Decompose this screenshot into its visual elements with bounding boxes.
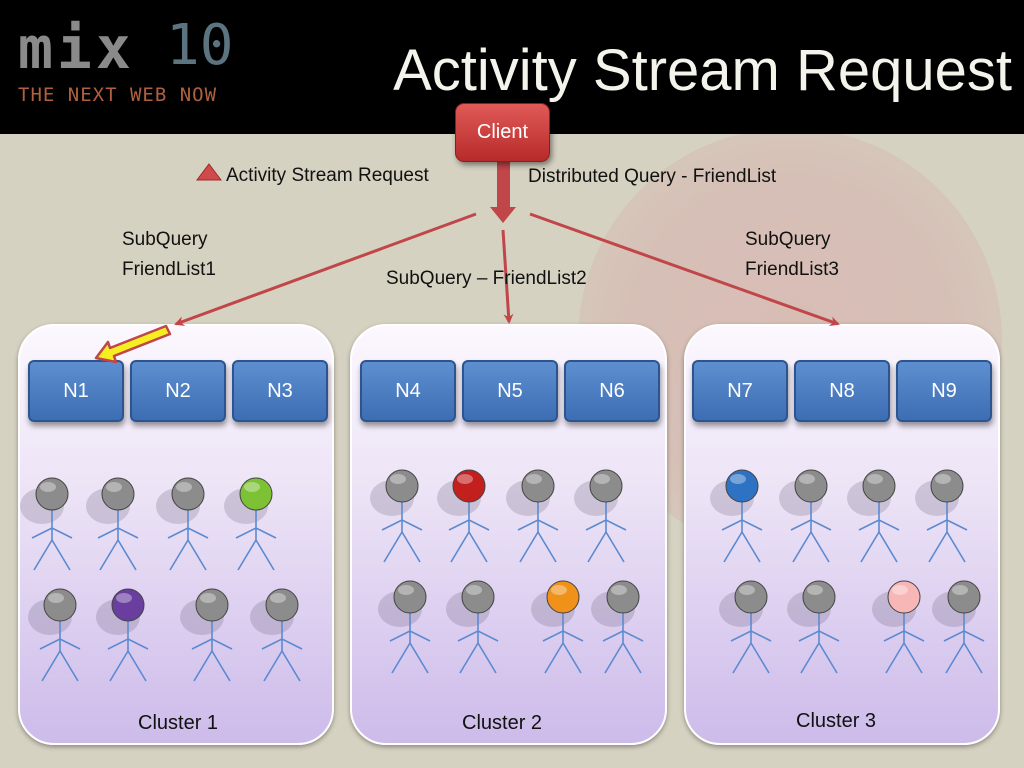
person-figure (370, 469, 423, 563)
subquery-1-line2: FriendList1 (122, 259, 216, 280)
person-head-icon (101, 477, 135, 511)
subquery-2-label: SubQuery – FriendList2 (386, 268, 587, 289)
person-figure (437, 469, 490, 563)
cluster-3-label: Cluster 3 (796, 710, 877, 732)
node-n2[interactable]: N2 (130, 360, 226, 422)
person-head-icon (265, 588, 299, 622)
person-head-icon (43, 588, 77, 622)
person-figure (531, 580, 584, 674)
mix-logo: mix (18, 14, 135, 82)
logo-tagline: THE NEXT WEB NOW (18, 84, 218, 106)
subquery-3-line1: SubQuery (745, 229, 831, 250)
person-head-icon (802, 580, 836, 614)
distributed-query-label: Distributed Query - FriendList (528, 166, 777, 187)
highlight-arrow (94, 324, 172, 364)
person-head-icon (171, 477, 205, 511)
node-n6[interactable]: N6 (564, 360, 660, 422)
subquery-1-line1: SubQuery (122, 229, 208, 250)
person-head-icon (521, 469, 555, 503)
person-figure (932, 580, 985, 674)
person-figure (180, 588, 233, 682)
person-head-icon (589, 469, 623, 503)
person-figure (224, 477, 277, 571)
slide-title: Activity Stream Request (393, 38, 1012, 103)
person-head-icon (393, 580, 427, 614)
person-figure (378, 580, 431, 674)
person-head-icon (930, 469, 964, 503)
mix-logo-number: 10 (166, 13, 234, 78)
person-figure (872, 580, 925, 674)
node-n9[interactable]: N9 (896, 360, 992, 422)
person-figure (446, 580, 499, 674)
person-head-icon (239, 477, 273, 511)
person-figure (591, 580, 644, 674)
person-figure (250, 588, 303, 682)
node-n7[interactable]: N7 (692, 360, 788, 422)
person-figure (779, 469, 832, 563)
person-head-icon (794, 469, 828, 503)
person-head-icon (461, 580, 495, 614)
node-n1[interactable]: N1 (28, 360, 124, 422)
person-head-icon (385, 469, 419, 503)
person-head-icon (734, 580, 768, 614)
person-head-icon (35, 477, 69, 511)
legend-label: Activity Stream Request (226, 165, 429, 186)
subquery-arrow-2 (501, 229, 514, 324)
person-figure (20, 477, 73, 571)
person-head-icon (546, 580, 580, 614)
person-head-icon (606, 580, 640, 614)
person-figure (86, 477, 139, 571)
header-bar: mix 10 THE NEXT WEB NOW Activity Stream … (0, 0, 1024, 134)
node-n3[interactable]: N3 (232, 360, 328, 422)
cluster-2-label: Cluster 2 (462, 712, 543, 734)
node-n8[interactable]: N8 (794, 360, 890, 422)
cluster-3: N7 N8 N9 Cluster 3 (684, 324, 1000, 745)
person-head-icon (887, 580, 921, 614)
person-figure (847, 469, 900, 563)
person-figure (710, 469, 763, 563)
cluster-1-label: Cluster 1 (138, 712, 219, 734)
subquery-arrow-3 (529, 212, 840, 327)
person-head-icon (947, 580, 981, 614)
legend-triangle-icon (196, 163, 222, 181)
node-n5[interactable]: N5 (462, 360, 558, 422)
person-head-icon (452, 469, 486, 503)
person-head-icon (111, 588, 145, 622)
client-down-arrow (490, 160, 516, 223)
person-figure (96, 588, 149, 682)
subquery-3-line2: FriendList3 (745, 259, 839, 280)
person-head-icon (195, 588, 229, 622)
person-figure (915, 469, 968, 563)
person-figure (506, 469, 559, 563)
person-figure (719, 580, 772, 674)
person-figure (787, 580, 840, 674)
node-n4[interactable]: N4 (360, 360, 456, 422)
subquery-arrow-1 (174, 212, 477, 326)
person-figure (574, 469, 627, 563)
person-head-icon (862, 469, 896, 503)
client-box[interactable]: Client (455, 103, 550, 162)
person-figure (156, 477, 209, 571)
person-head-icon (725, 469, 759, 503)
person-figure (28, 588, 81, 682)
